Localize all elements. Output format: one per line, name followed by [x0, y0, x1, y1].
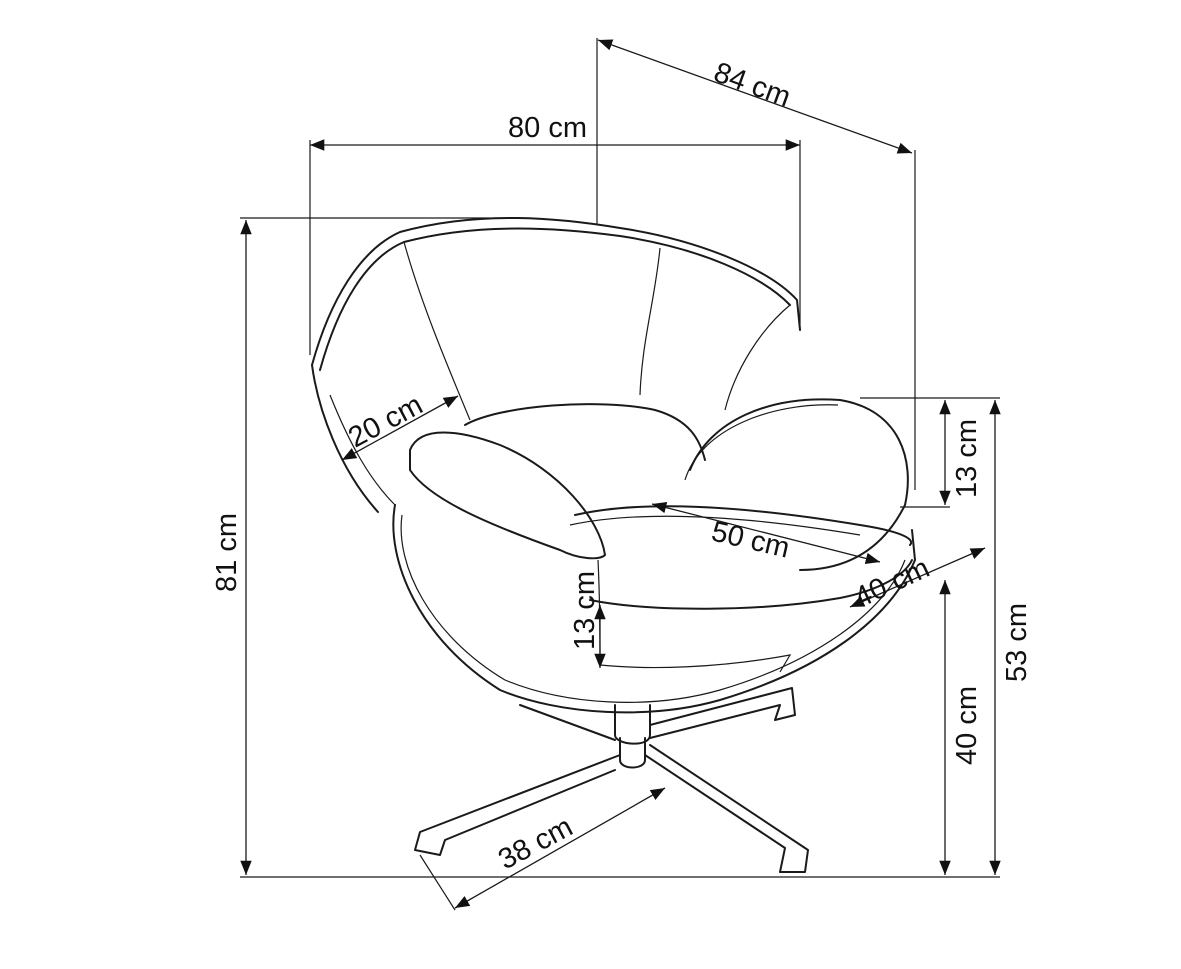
label-armrest-top-height: 53 cm [1001, 603, 1033, 682]
label-base-leg: 38 cm [493, 811, 578, 876]
label-seat-depth: 40 cm [849, 552, 934, 614]
label-armrest-height-right: 13 cm [951, 419, 983, 498]
dimension-arrows [240, 39, 1001, 909]
label-width-total: 80 cm [508, 112, 587, 144]
label-height-total: 81 cm [211, 513, 243, 592]
label-armrest-width: 20 cm [343, 389, 428, 454]
chair-outline [311, 216, 916, 873]
extension-lines [240, 38, 1000, 911]
label-armrest-height-front: 13 cm [569, 571, 601, 650]
label-seat-height: 40 cm [951, 686, 983, 765]
label-depth-total: 84 cm [710, 57, 795, 114]
